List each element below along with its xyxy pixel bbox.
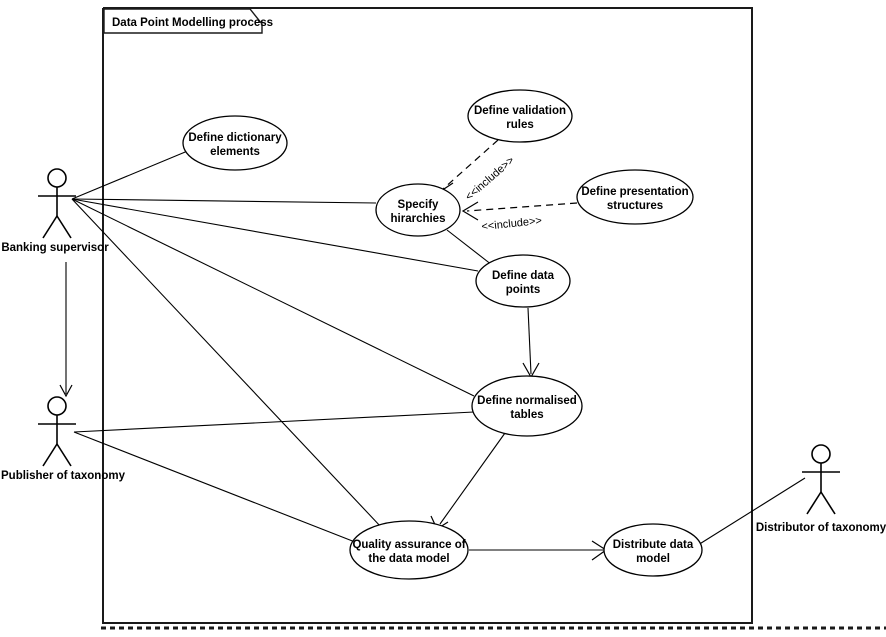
use-case-shape[interactable] [467, 89, 573, 143]
use-case-label-line2: points [506, 284, 541, 296]
assoc-publisher-quality [73, 431, 356, 543]
use-case-specify-hirarchies[interactable]: Specify hirarchies [375, 183, 461, 237]
assoc-supervisor-datapoints [71, 198, 479, 272]
include-label-validation: <<include>> [463, 154, 517, 203]
actor-label: Distributor of taxonomy [756, 522, 886, 534]
frame-name-tab [103, 8, 263, 34]
assoc-publisher-normalised [73, 411, 475, 433]
assoc-supervisor-quality [71, 198, 383, 529]
use-case-label-line1: Define data [492, 270, 555, 282]
use-case-label-line1: Distribute data [613, 539, 694, 551]
use-case-shape[interactable] [475, 254, 571, 308]
use-case-label-line2: rules [506, 119, 534, 131]
use-case-define-normalised-tables[interactable]: Define normalised tables [471, 375, 583, 437]
actor-leg-right-icon [56, 443, 72, 467]
use-case-distribute-data-model[interactable]: Distribute data model [603, 523, 703, 577]
system-boundary-frame: Data Point Modelling process [101, 7, 886, 630]
use-case-label-line1: Quality assurance of [352, 539, 465, 551]
include-line-validation [442, 139, 499, 190]
use-case-label-line2: tables [510, 409, 543, 421]
assoc-distributor-distribute [697, 477, 806, 546]
actor-leg-right-icon [820, 491, 836, 515]
actor-banking-supervisor[interactable]: Banking supervisor [1, 168, 109, 254]
actor-leg-left-icon [806, 491, 822, 515]
use-case-shape[interactable] [182, 115, 288, 171]
use-case-define-presentation-structures[interactable]: Define presentation structures [576, 169, 694, 225]
actor-head-icon [47, 396, 67, 416]
use-case-quality-assurance-of-the-data-model[interactable]: Quality assurance of the data model [349, 520, 469, 580]
frame-border [102, 7, 753, 624]
actor-label: Publisher of taxonomy [1, 470, 126, 482]
arrowhead-include-presentation [461, 201, 479, 221]
actor-leg-left-icon [42, 215, 58, 239]
use-case-shape[interactable] [576, 169, 694, 225]
use-case-label-line1: Define normalised [477, 395, 577, 407]
actor-leg-left-icon [42, 443, 58, 467]
include-label-presentation: <<include>> [481, 215, 542, 233]
actor-label: Banking supervisor [1, 242, 109, 254]
actor-head-icon [811, 444, 831, 464]
use-case-shape[interactable] [603, 523, 703, 577]
use-case-label-line2: elements [210, 146, 260, 158]
actor-publisher-of-taxonomy[interactable]: Publisher of taxonomy [1, 396, 126, 482]
assoc-supervisor-normalised [71, 198, 475, 397]
flow-datapoints-normalised [527, 307, 532, 375]
frame-title-label: Data Point Modelling process [112, 17, 273, 29]
use-case-label-line2: the data model [368, 553, 449, 565]
use-case-label-line1: Define dictionary [188, 132, 282, 144]
arrowhead-publisher [59, 384, 73, 398]
use-case-label-line1: Define validation [474, 105, 566, 117]
use-case-label-line2: model [636, 553, 670, 565]
use-case-shape[interactable] [471, 375, 583, 437]
use-case-label-line1: Specify [398, 199, 440, 211]
use-case-label-line2: hirarchies [391, 213, 446, 225]
flow-normalised-quality [439, 432, 506, 525]
actor-head-icon [47, 168, 67, 188]
use-case-label-line2: structures [607, 200, 663, 212]
use-case-define-validation-rules[interactable]: Define validation rules [467, 89, 573, 143]
use-case-layer: Define dictionary elements Define valida… [182, 89, 703, 580]
assoc-supervisor-hirarchies [71, 198, 377, 204]
flow-hirarchies-datapoints [446, 229, 493, 266]
actor-layer: Banking supervisor Publisher of taxonomy… [1, 168, 886, 534]
actor-distributor-of-taxonomy[interactable]: Distributor of taxonomy [756, 444, 886, 534]
use-case-shape[interactable] [375, 183, 461, 237]
use-case-label-line1: Define presentation [581, 186, 688, 198]
include-line-presentation [466, 202, 578, 212]
use-case-define-dictionary-elements[interactable]: Define dictionary elements [182, 115, 288, 171]
use-case-shape[interactable] [349, 520, 469, 580]
assoc-supervisor-dictionary [71, 149, 191, 200]
use-case-define-data-points[interactable]: Define data points [475, 254, 571, 308]
actor-leg-right-icon [56, 215, 72, 239]
